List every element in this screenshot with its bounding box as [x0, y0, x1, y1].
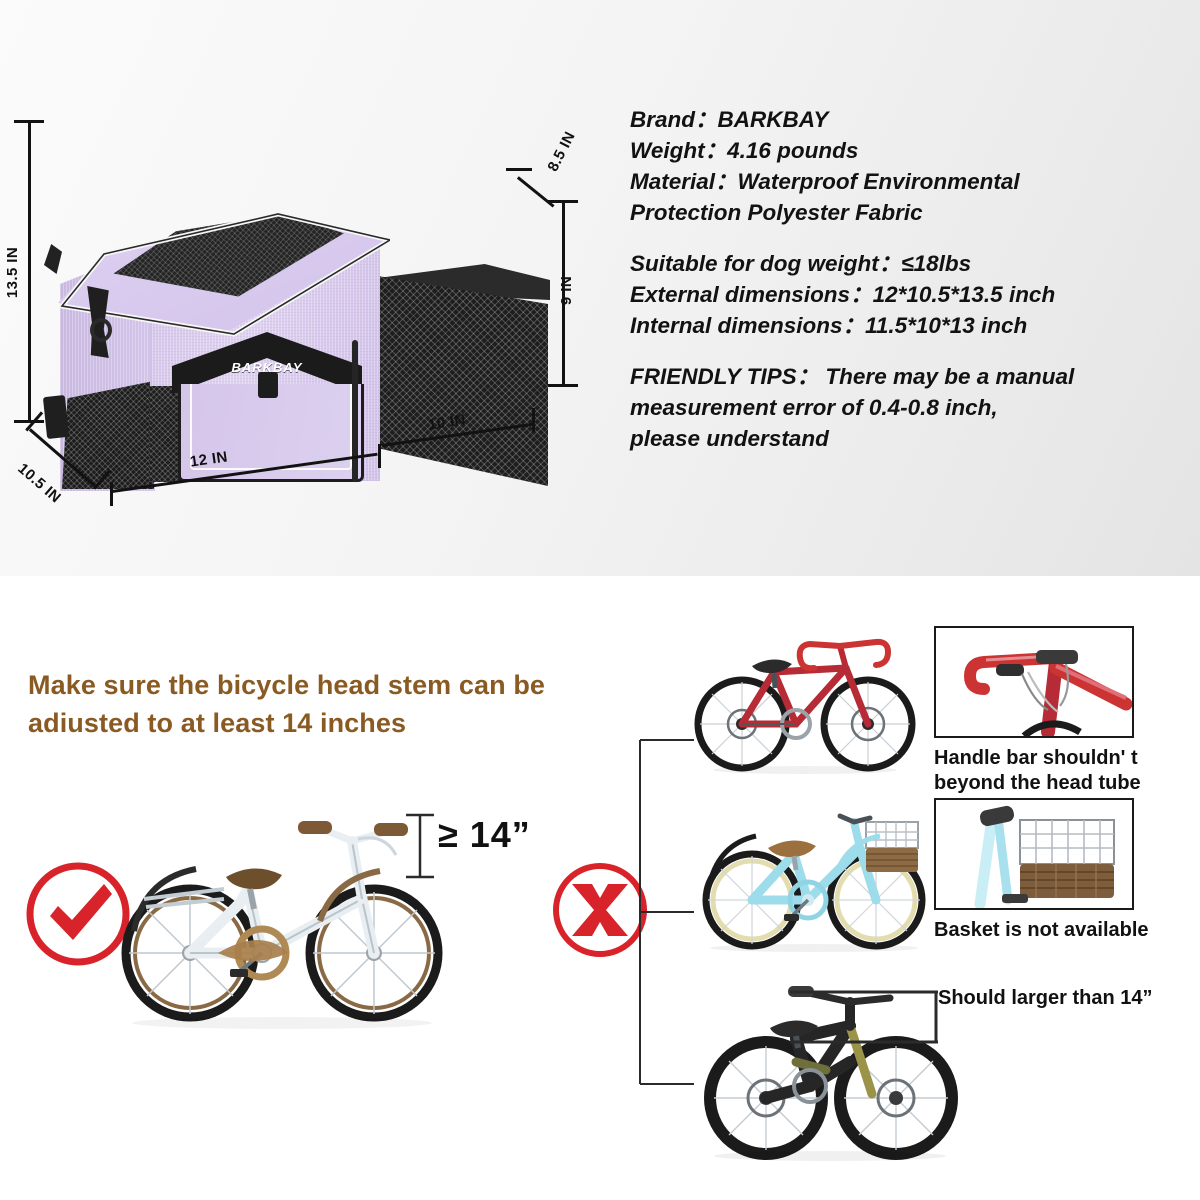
- dim-ext-height-line: [562, 200, 565, 386]
- dim-ext-height-cap-bottom: [548, 384, 578, 387]
- dim-ext-top-cap: [506, 168, 532, 171]
- spec-friendly-tips-cont: measurement error of 0.4-0.8 inch,: [630, 395, 998, 420]
- road-bike-detail-inset: [934, 626, 1134, 738]
- spec-spacer-two: [630, 341, 1190, 361]
- spec-dog-weight: Suitable for dog weight：≤18lbs: [630, 251, 972, 276]
- spec-spacer-one: [630, 228, 1190, 248]
- dim-height-line: [28, 120, 31, 422]
- carrier-mesh-extension: [378, 276, 548, 486]
- spec-brand: Brand：BARKBAY: [630, 107, 829, 132]
- spec-friendly-tips: FRIENDLY TIPS： There may be a manual: [630, 364, 1075, 389]
- dim-label-height: 13.5 IN: [4, 246, 22, 299]
- mountain-bike-caption-line-1: Should larger than 14”: [938, 987, 1153, 1009]
- product-spec-section: BARKBAY 13.5 IN 10.5 IN 12 IN 10 IN 8.5 …: [0, 0, 1200, 576]
- rejected-basket-bike-illustration: [690, 804, 930, 954]
- headline-line-2: adiusted to at least 14 inches: [28, 708, 407, 738]
- road-bike-caption-line-2: beyond the head tube: [934, 772, 1141, 794]
- spec-internal-dims: Internal dimensions：11.5*10*13 inch: [630, 313, 1028, 338]
- bike-compatibility-section: Make sure the bicycle head stem can be a…: [0, 576, 1200, 1200]
- spec-friendly-tips-end: please understand: [630, 426, 829, 451]
- mountain-bike-caption: Should larger than 14”: [938, 986, 1152, 1011]
- road-bike-caption-line-1: Handle bar shouldn' t: [934, 747, 1138, 769]
- approved-bike-illustration: [112, 781, 452, 1031]
- spec-material: Material：Waterproof Environmental: [630, 169, 1020, 194]
- mountain-bike-measurement-bracket: [790, 986, 950, 1048]
- spec-external-dims: External dimensions：12*10.5*13.5 inch: [630, 282, 1056, 307]
- rejected-mountain-bike-illustration: [700, 966, 960, 1166]
- basket-bike-caption: Basket is not available: [934, 918, 1149, 943]
- measurement-bracket: [406, 812, 436, 880]
- dim-width-cap-right: [378, 444, 381, 468]
- dim-extension-cap-right: [532, 408, 535, 432]
- carrier-lid-trim: [58, 210, 390, 338]
- basket-bike-detail-inset: [934, 798, 1134, 910]
- dim-ext-height-cap-top: [548, 200, 578, 203]
- carrier-zipper: [352, 340, 358, 482]
- spec-text-block: Brand：BARKBAY Weight：4.16 pounds Materia…: [630, 104, 1190, 454]
- headline-line-1: Make sure the bicycle head stem can be: [28, 670, 546, 700]
- carrier-handle: [258, 372, 278, 398]
- dim-height-cap-bottom: [14, 420, 44, 423]
- road-bike-caption: Handle bar shouldn' t beyond the head tu…: [934, 746, 1141, 796]
- dim-label-depth: 10.5 IN: [14, 460, 65, 507]
- measurement-label: ≥ 14”: [438, 814, 531, 855]
- dim-ext-top-line: [517, 176, 555, 208]
- dim-label-ext-top: 8.5 IN: [544, 128, 579, 175]
- carrier-front-flap: [178, 384, 364, 482]
- check-mark-icon: [22, 858, 134, 970]
- dim-width-cap-left: [110, 482, 113, 506]
- carrier-side-mesh-pocket: [62, 381, 154, 489]
- carrier-bottom-strap: [42, 394, 70, 440]
- spec-material-cont: Protection Polyester Fabric: [630, 200, 923, 225]
- basket-bike-caption-line-1: Basket is not available: [934, 919, 1149, 941]
- rejected-bracket: [636, 736, 696, 1088]
- x-mark-icon: [548, 858, 652, 962]
- spec-weight: Weight：4.16 pounds: [630, 138, 859, 163]
- brand-logo: BARKBAY: [231, 359, 303, 375]
- product-photo: BARKBAY 13.5 IN 10.5 IN 12 IN 10 IN 8.5 …: [0, 96, 620, 516]
- compatibility-headline: Make sure the bicycle head stem can be a…: [28, 666, 628, 742]
- dim-height-cap-top: [14, 120, 44, 123]
- dim-label-ext-height: 9 IN: [558, 275, 576, 306]
- rejected-road-bike-illustration: [690, 624, 920, 774]
- carrier-d-ring: [90, 318, 112, 342]
